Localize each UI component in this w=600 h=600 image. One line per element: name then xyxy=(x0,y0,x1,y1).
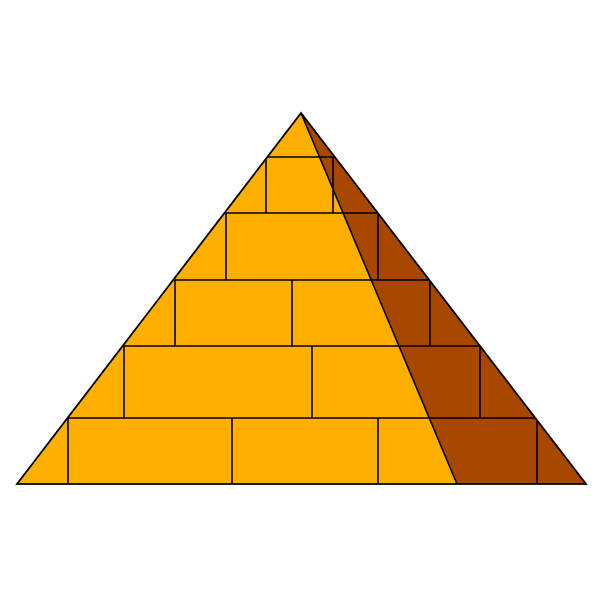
pyramid-outline xyxy=(15,111,588,485)
brick-joints xyxy=(67,157,538,484)
shadow-edge xyxy=(300,113,458,484)
